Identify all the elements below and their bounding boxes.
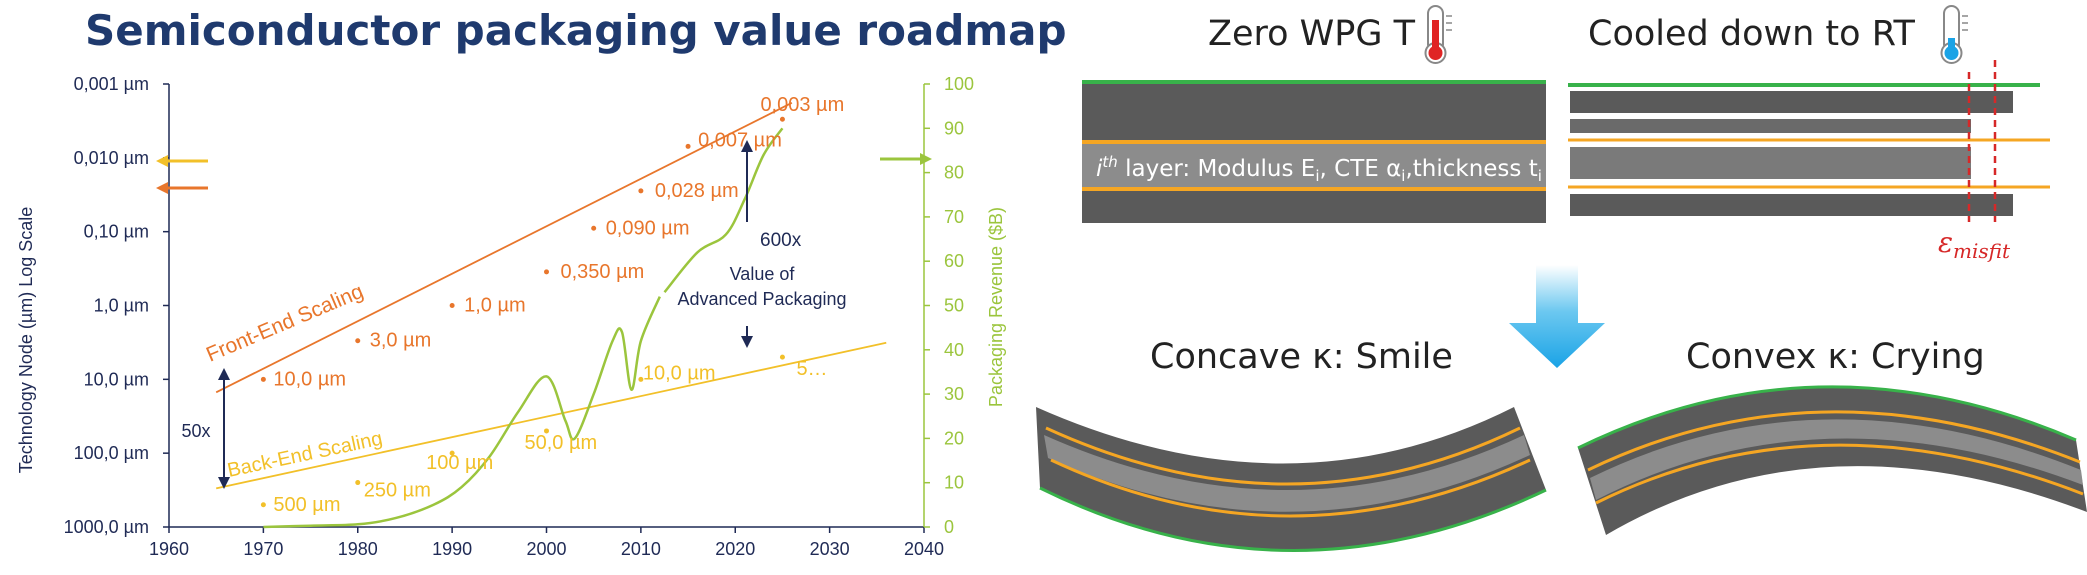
stack-cooled: εmisfit — [1568, 60, 2050, 263]
data-label: 10,0 µm — [643, 362, 716, 384]
data-label: 1,0 µm — [464, 295, 526, 317]
y2-tick-label: 20 — [944, 428, 964, 448]
data-label: 5… — [796, 358, 827, 380]
y2-tick-label: 50 — [944, 296, 964, 316]
x-tick-label: 1980 — [338, 539, 378, 559]
data-point — [544, 428, 549, 434]
data-label: 0,350 µm — [561, 261, 645, 283]
y-axis-title: Technology Node (µm) Log Scale — [16, 207, 36, 474]
concave-label: Concave κ: Smile — [1150, 337, 1453, 377]
x-tick-label: 1960 — [149, 539, 189, 559]
data-label: 0,007 µm — [698, 129, 782, 151]
y2-tick-label: 80 — [944, 163, 964, 183]
value-label-line1: Value of — [730, 264, 796, 284]
data-point — [355, 480, 361, 486]
stack-zero-wpg: ith layer: Modulus Ei, CTE αi,thickness … — [1082, 80, 1546, 223]
y2-tick-label: 40 — [944, 340, 964, 360]
y2-tick-label: 30 — [944, 384, 964, 404]
y2-tick-label: 90 — [944, 118, 964, 138]
layer-label: ith layer: Modulus Ei, CTE αi,thickness … — [1096, 153, 1542, 185]
back-end-scaling-label: Back-End Scaling — [225, 428, 384, 482]
x-tick-label: 1970 — [243, 539, 283, 559]
y2-tick-label: 0 — [944, 517, 954, 537]
data-label: 500 µm — [273, 494, 340, 516]
data-label: 0,003 µm — [760, 94, 844, 116]
y2-tick-label: 60 — [944, 251, 964, 271]
y-tick-label: 0,010 µm — [74, 148, 149, 168]
x-tick-label: 2000 — [526, 539, 566, 559]
value-label-line2: Advanced Packaging — [677, 289, 846, 309]
y-tick-label: 1000,0 µm — [64, 517, 149, 537]
chart-title: Semiconductor packaging value roadmap — [85, 6, 1067, 55]
data-label: 3,0 µm — [370, 330, 432, 352]
revenue-curve — [263, 296, 661, 529]
warpage-diagram: ith layer: Modulus Ei, CTE αi,thickness … — [1036, 5, 2087, 552]
revenue-series — [263, 127, 784, 529]
data-point — [591, 225, 597, 231]
data-label: 250 µm — [364, 480, 431, 502]
cooled-rt-label: Cooled down to RT — [1588, 14, 1915, 54]
data-label: 100 µm — [426, 452, 493, 474]
data-point — [779, 116, 785, 122]
gap-50x-arrow — [218, 368, 230, 489]
data-point — [638, 188, 644, 194]
y2-axis-title: Packaging Revenue ($B) — [986, 207, 1006, 407]
thermometer-cold-icon — [1940, 5, 1968, 64]
data-label: 0,028 µm — [655, 180, 739, 202]
zero-wpg-label: Zero WPG T — [1208, 14, 1416, 54]
data-point — [638, 376, 644, 382]
y2-tick-label: 70 — [944, 207, 964, 227]
misfit-label: εmisfit — [1938, 226, 2011, 263]
convex-label: Convex κ: Crying — [1686, 337, 1985, 377]
data-point — [260, 376, 266, 382]
gap-600x-label: 600x — [760, 230, 802, 251]
revenue-curve — [663, 127, 784, 294]
y-tick-label: 100,0 µm — [74, 443, 149, 463]
x-tick-label: 2030 — [810, 539, 850, 559]
front-end-scaling-label: Front-End Scaling — [203, 280, 367, 367]
data-point — [449, 303, 455, 308]
data-points: 10,0 µm 3,0 µm 1,0 µm 0,350 µm 0,090 µm 0,028… — [260, 94, 844, 516]
concave-smile-wafer — [1036, 407, 1547, 552]
data-label: 50,0 µm — [525, 432, 598, 454]
gap-50x-label: 50x — [181, 421, 210, 441]
y2-tick-label: 100 — [944, 74, 974, 94]
back-end-trend-line — [215, 341, 887, 490]
thermometer-hot-icon — [1424, 5, 1452, 64]
x-tick-label: 2010 — [621, 539, 661, 559]
data-point — [449, 450, 455, 456]
front-end-trend-line — [215, 102, 793, 394]
data-label: 0,090 µm — [606, 217, 690, 239]
down-arrow-icon — [1509, 265, 1605, 368]
x-tick-label: 2020 — [715, 539, 755, 559]
data-point — [685, 143, 691, 149]
y-tick-label: 0,10 µm — [84, 222, 149, 242]
y-tick-label: 1,0 µm — [94, 296, 149, 316]
y-tick-label: 10,0 µm — [84, 369, 149, 389]
y-tick-label: 0,001 µm — [74, 74, 149, 94]
right-axis-green-arrow — [880, 153, 932, 165]
data-label: 10,0 µm — [273, 368, 346, 390]
x-tick-label: 2040 — [904, 539, 944, 559]
y2-tick-label: 10 — [944, 473, 964, 493]
left-axis-yellow-arrow — [156, 155, 208, 167]
data-point — [544, 269, 549, 275]
left-axis-orange-arrow — [156, 182, 208, 194]
data-point — [355, 338, 361, 344]
scaling-trend-lines — [215, 102, 887, 490]
gap-600x-arrow — [741, 140, 753, 348]
x-tick-label: 1990 — [432, 539, 472, 559]
data-point — [260, 502, 266, 508]
convex-crying-wafer — [1577, 385, 2087, 535]
data-point — [779, 354, 785, 360]
